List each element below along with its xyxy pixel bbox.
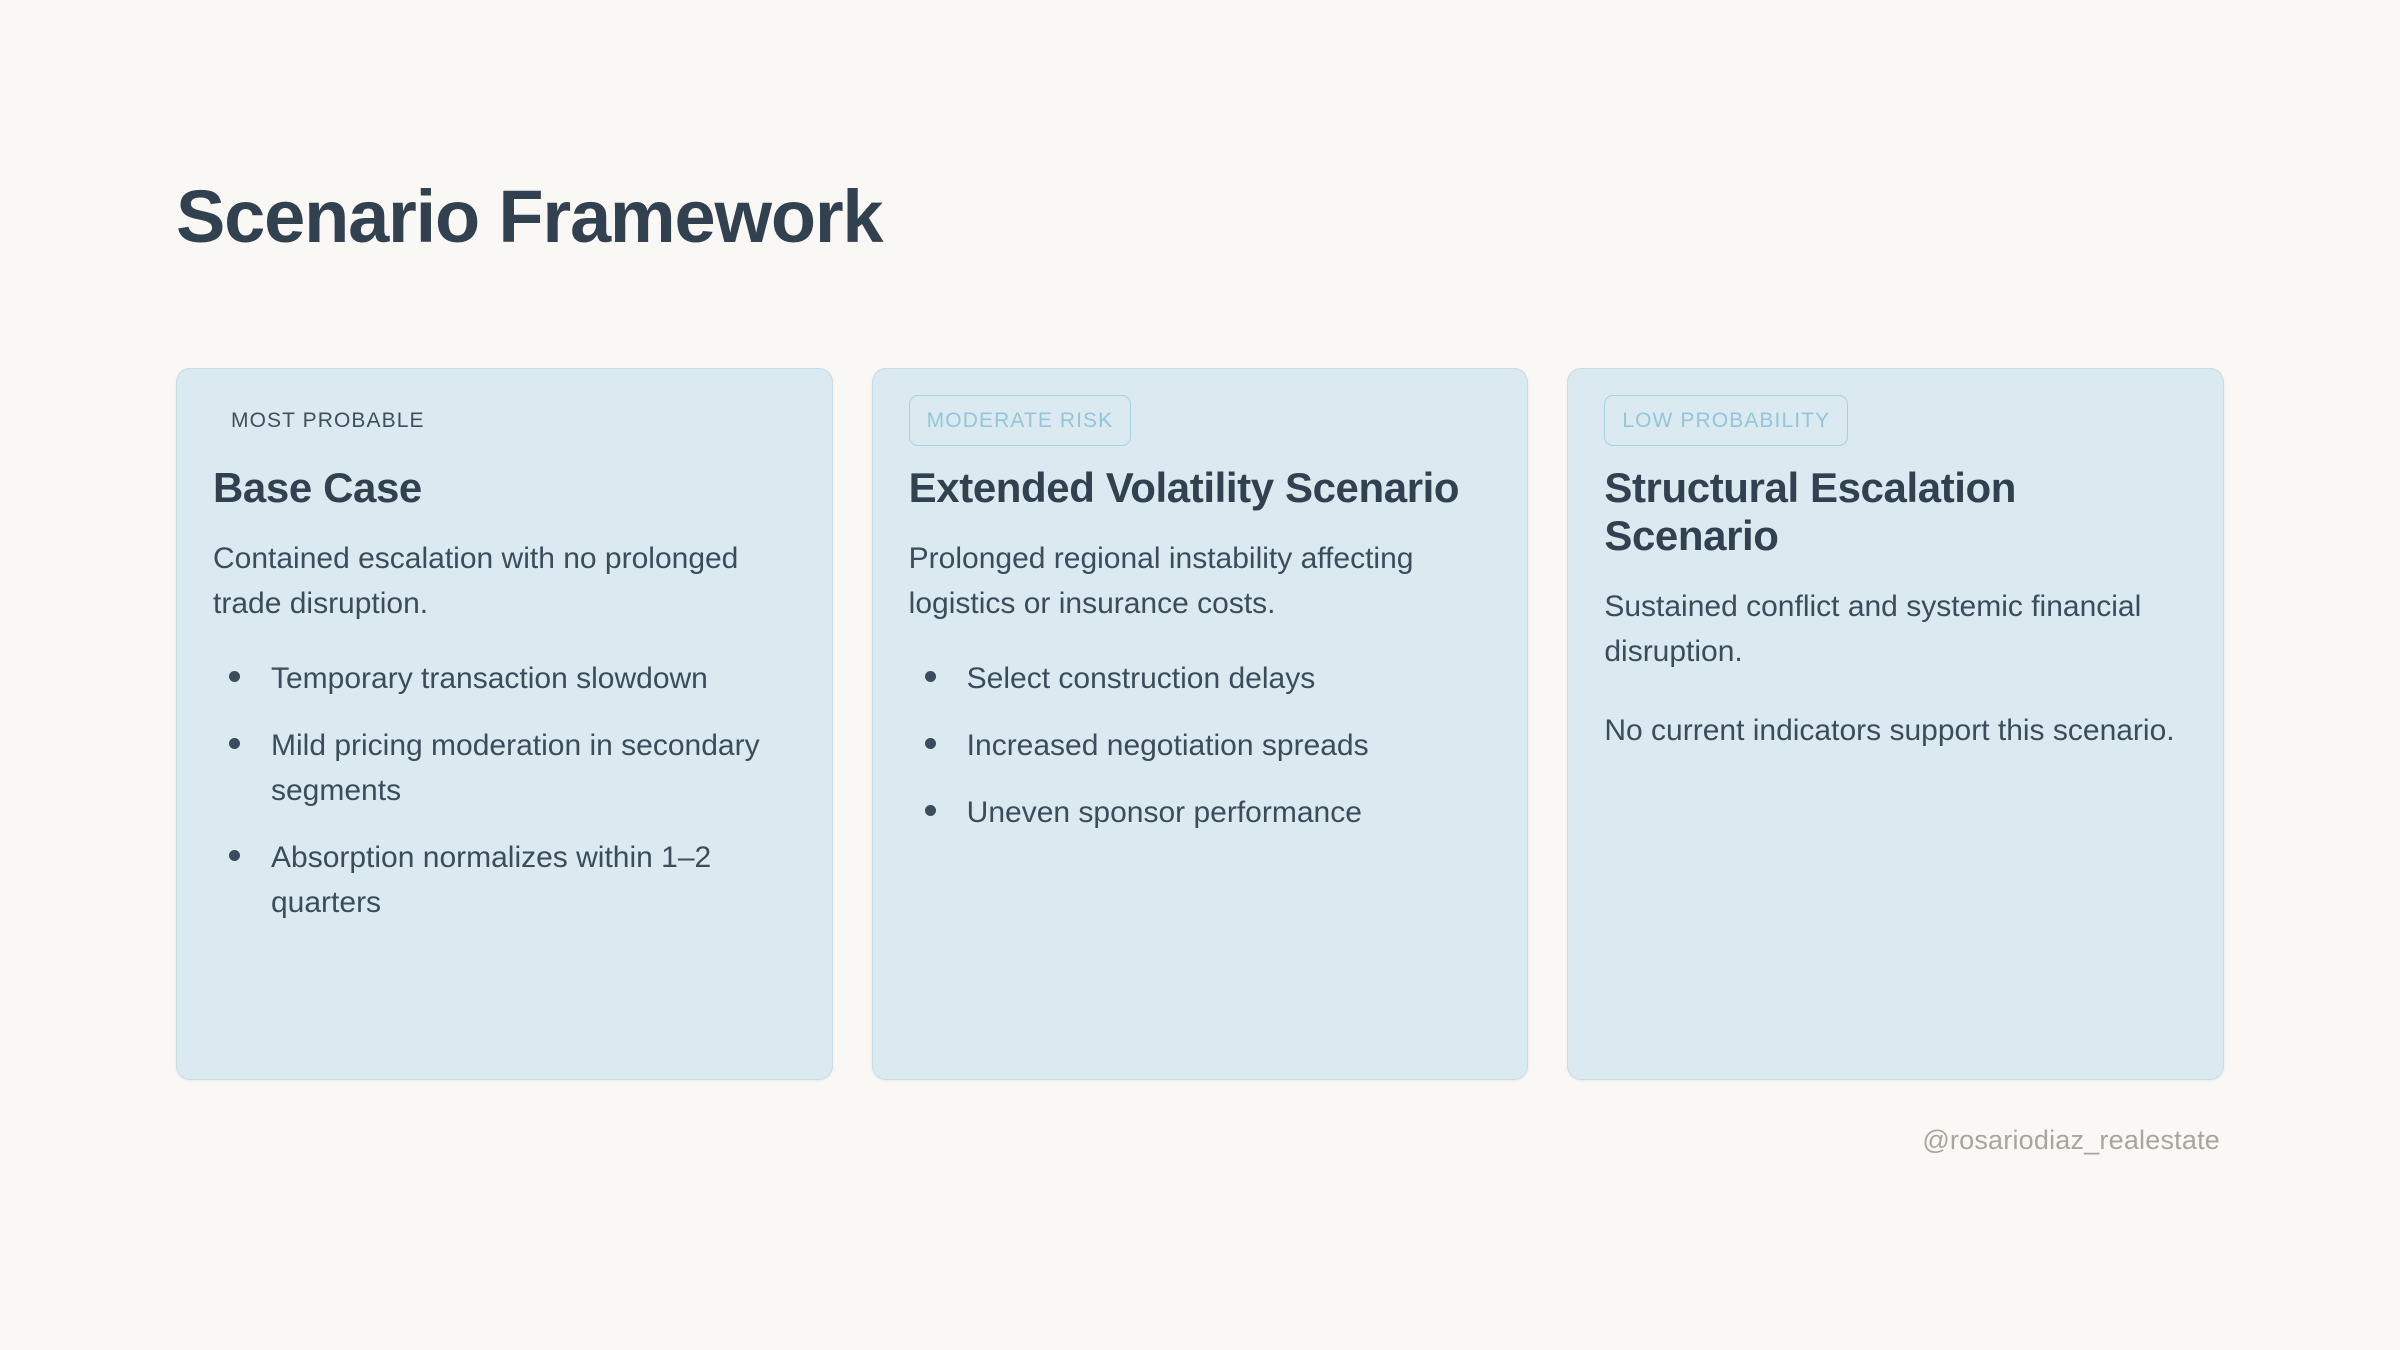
card-description-secondary: No current indicators support this scena… bbox=[1604, 713, 2175, 747]
list-item-label: Select construction delays bbox=[966, 661, 1316, 695]
card-title: Extended Volatility Scenario bbox=[908, 464, 1460, 511]
card-bullet-list: Select construction delays Increased neg… bbox=[909, 656, 1492, 835]
bullet-dot-icon bbox=[924, 737, 936, 749]
list-item-label: Uneven sponsor performance bbox=[966, 795, 1362, 829]
card-description: Sustained conflict and systemic financia… bbox=[1604, 589, 2142, 668]
page-title: Scenario Framework bbox=[176, 175, 884, 258]
card-description: Prolonged regional instability affecting… bbox=[908, 541, 1414, 620]
list-item: Increased negotiation spreads bbox=[909, 723, 1492, 768]
bullet-dot-icon bbox=[229, 737, 240, 749]
card-title: Base Case bbox=[213, 464, 422, 511]
list-item-label: Absorption normalizes within 1–2 quarter… bbox=[271, 840, 712, 919]
list-item: Uneven sponsor performance bbox=[909, 790, 1492, 835]
list-item: Temporary transaction slowdown bbox=[213, 656, 796, 701]
scenario-card-extended-volatility[interactable]: MODERATE RISK Extended Volatility Scenar… bbox=[871, 368, 1529, 1080]
status-badge: MODERATE RISK bbox=[908, 395, 1132, 446]
list-item-label: Mild pricing moderation in secondary seg… bbox=[271, 728, 760, 807]
list-item-label: Temporary transaction slowdown bbox=[271, 661, 708, 695]
scenario-card-grid: MOST PROBABLE Base Case Contained escala… bbox=[176, 368, 2225, 1080]
card-title: Structural Escalation Scenario bbox=[1604, 464, 2017, 559]
bullet-dot-icon bbox=[229, 849, 240, 861]
list-item: Mild pricing moderation in secondary seg… bbox=[213, 723, 796, 813]
bullet-dot-icon bbox=[924, 804, 936, 816]
list-item: Select construction delays bbox=[909, 656, 1492, 701]
status-badge: MOST PROBABLE bbox=[231, 409, 425, 432]
status-badge: LOW PROBABILITY bbox=[1604, 395, 1849, 446]
card-bullet-list: Temporary transaction slowdown Mild pric… bbox=[213, 656, 796, 925]
author-handle: @rosariodiaz_realestate bbox=[1922, 1125, 2220, 1155]
card-description: Contained escalation with no prolonged t… bbox=[213, 541, 739, 620]
scenario-card-base-case[interactable]: MOST PROBABLE Base Case Contained escala… bbox=[176, 368, 833, 1080]
bullet-dot-icon bbox=[229, 670, 240, 682]
list-item-label: Increased negotiation spreads bbox=[966, 728, 1369, 762]
list-item: Absorption normalizes within 1–2 quarter… bbox=[213, 835, 796, 925]
scenario-card-structural-escalation[interactable]: LOW PROBABILITY Structural Escalation Sc… bbox=[1567, 368, 2225, 1080]
bullet-dot-icon bbox=[924, 670, 936, 682]
